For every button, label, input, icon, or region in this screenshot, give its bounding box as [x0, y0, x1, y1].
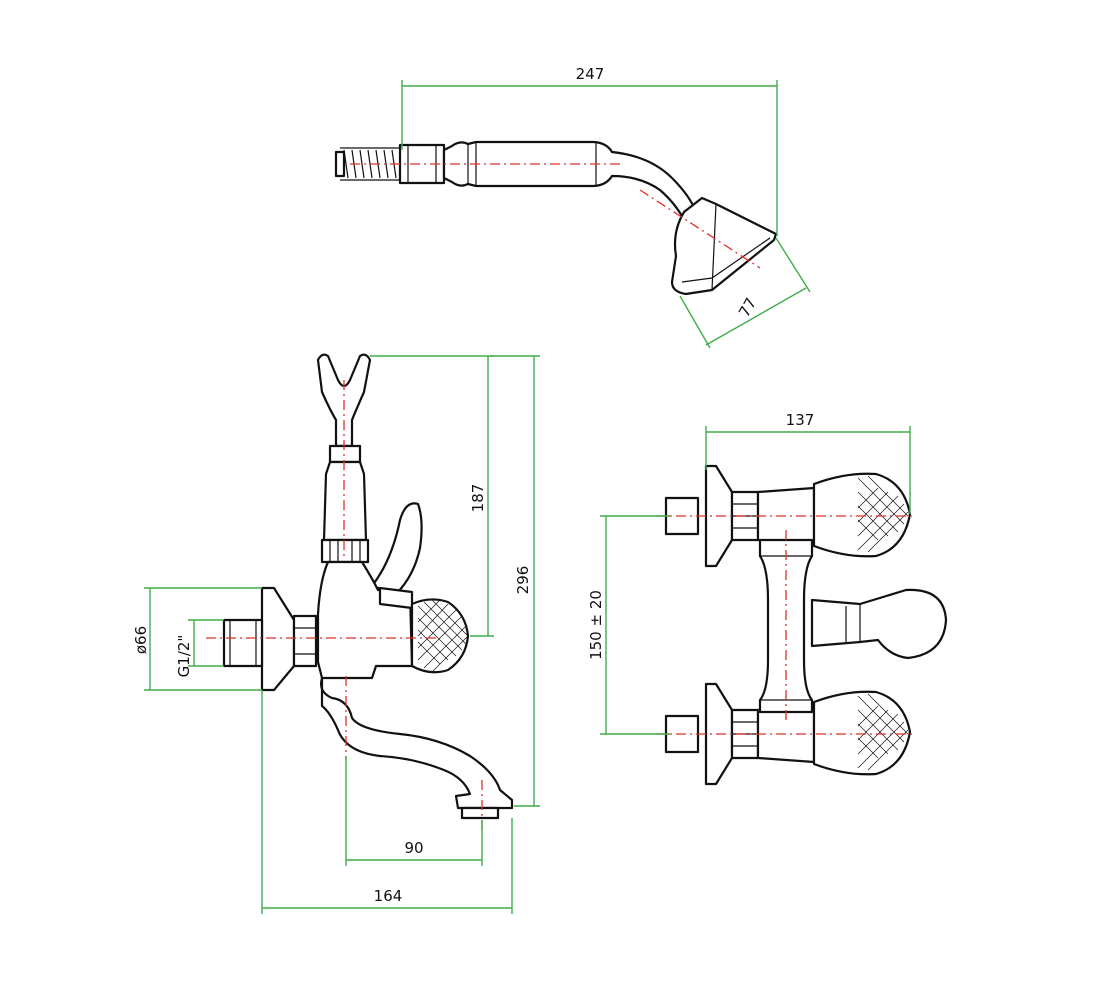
- dim-hook-height: 187: [370, 355, 494, 637]
- dim-top-width: 137: [705, 411, 911, 514]
- top-view: 137 150 ± 20: [587, 411, 948, 786]
- dim-spout-reach: 90: [345, 756, 483, 866]
- dim-label-150: 150 ± 20: [587, 590, 605, 660]
- dim-label-164: 164: [374, 887, 403, 905]
- dim-inlet-centers: 150 ± 20: [587, 515, 670, 735]
- knob-hatch-side: [417, 599, 469, 673]
- side-view: 187 296 ø66 G1/2" 90 164: [132, 353, 540, 914]
- hot-knob-side: [410, 598, 470, 674]
- hook-stem: [322, 460, 368, 542]
- hex-nut: [292, 614, 318, 668]
- dim-overall-depth: 164: [261, 690, 513, 914]
- top-diverter-lever: [810, 588, 948, 660]
- upper-knob: [812, 472, 912, 558]
- shower-handle: [442, 140, 698, 222]
- dim-label-296: 296: [514, 566, 532, 595]
- wall-flange: [260, 586, 296, 692]
- lower-knob: [812, 690, 912, 776]
- bath-spout: [320, 676, 514, 810]
- spout-aerator: [460, 806, 500, 820]
- hand-shower-view: 247 77: [334, 65, 811, 349]
- dim-overall-height: 296: [490, 355, 540, 807]
- dim-flange-diameter: ø66: [132, 587, 262, 691]
- dim-label-g12: G1/2": [175, 635, 193, 678]
- dim-handshower-length: 247: [401, 65, 778, 236]
- dim-inlet-thread: G1/2": [175, 619, 224, 678]
- dim-label-90: 90: [404, 839, 423, 857]
- hook-collar: [328, 444, 362, 464]
- dim-label-247: 247: [576, 65, 605, 83]
- dim-label-187: 187: [469, 484, 487, 513]
- diverter-lever: [370, 502, 423, 596]
- shower-head: [670, 196, 778, 296]
- diverter-ring: [320, 538, 370, 564]
- dim-label-d66: ø66: [132, 626, 150, 654]
- dim-label-137: 137: [786, 411, 815, 429]
